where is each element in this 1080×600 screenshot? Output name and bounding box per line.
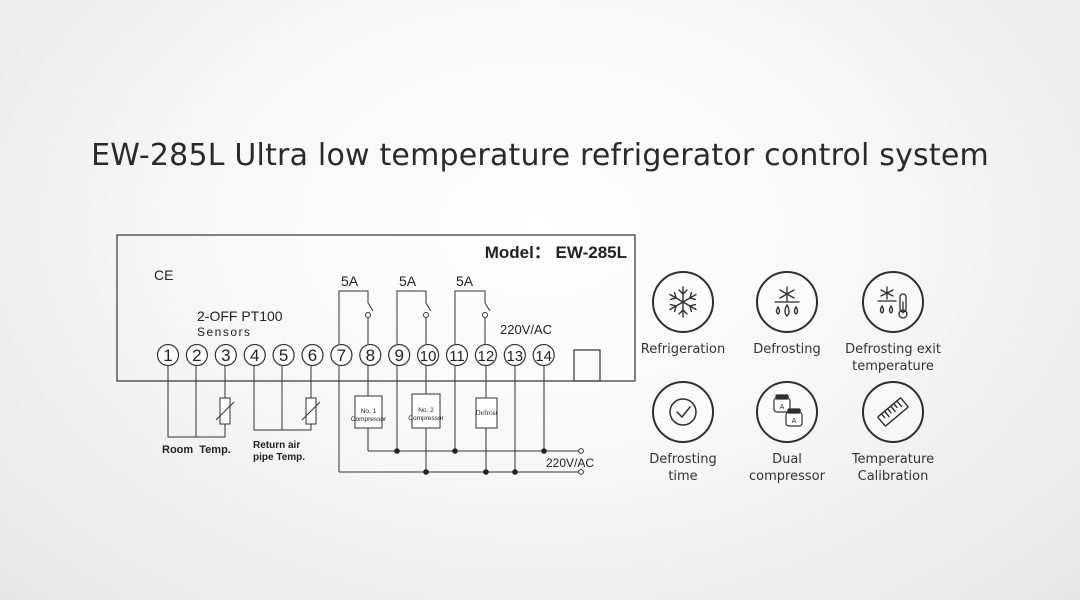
compressor-1-label-line2: Compressor	[351, 416, 387, 423]
wiring-junctions	[394, 448, 547, 475]
svg-text:A: A	[780, 404, 785, 411]
terminal-1	[156, 343, 180, 367]
feature-label: Defrosting	[753, 342, 821, 357]
feature-label: Defrosting exit temperature	[845, 342, 941, 374]
feature-label: Refrigeration	[640, 342, 726, 357]
feature-defrosting-exit-temperature: Defrosting exit temperature	[828, 271, 958, 375]
terminal-number: 4	[250, 346, 259, 365]
terminal-6	[301, 343, 324, 367]
terminal-number: 3	[221, 346, 230, 365]
terminal-number: 7	[337, 346, 346, 365]
terminal-number: 12	[478, 348, 495, 365]
terminal-3	[214, 343, 237, 367]
compressor-1-box	[354, 395, 383, 429]
feature-label: Defrosting time	[649, 452, 717, 484]
feature-defrosting: Defrosting	[722, 271, 852, 358]
terminal-number: 11	[449, 348, 465, 365]
sensor-type-label: 2-OFF PT100	[197, 308, 283, 324]
return-air-label-line2: pipe Temp.	[253, 452, 305, 463]
feature-dual-compressor: A A Dual compressor	[722, 381, 852, 485]
dual-compressor-icon: A A	[756, 381, 818, 443]
terminal-8	[359, 343, 382, 367]
power-terminals	[578, 448, 584, 475]
ce-mark: CE	[154, 267, 173, 283]
terminal-13	[503, 343, 526, 367]
terminal-12	[474, 343, 497, 367]
return-air-label-line1: Return air	[253, 440, 300, 451]
controller-outline	[116, 234, 636, 382]
relay-rating-1: 5A	[341, 273, 359, 289]
terminal-14	[532, 343, 555, 367]
model-label: Model： EW-285L	[485, 243, 627, 262]
terminal-number: 1	[163, 346, 172, 365]
svg-text:A: A	[792, 418, 797, 425]
terminal-number: 8	[366, 346, 375, 365]
page-title: EW-285L Ultra low temperature refrigerat…	[91, 138, 989, 173]
terminal-number: 2	[192, 346, 201, 365]
compressor-2-label-line1: No. 2	[418, 407, 434, 414]
terminal-2	[185, 343, 208, 367]
feature-label: Dual compressor	[749, 452, 825, 484]
display-port	[573, 349, 601, 382]
terminal-5	[272, 343, 295, 367]
compressor-2-label-line2: Compressor	[408, 415, 444, 422]
terminal-number: 6	[308, 346, 317, 365]
relay-rating-3: 5A	[456, 273, 474, 289]
terminal-9	[388, 343, 411, 367]
terminal-7	[330, 343, 353, 367]
terminal-11	[445, 343, 469, 367]
terminal-number: 9	[394, 346, 403, 365]
ruler-icon	[862, 381, 924, 443]
room-temp-label: Room Temp.	[162, 444, 231, 456]
terminal-number: 14	[535, 348, 552, 365]
feature-label: Temperature Calibration	[851, 452, 935, 484]
compressor-2-box	[411, 393, 441, 429]
feature-refrigeration: Refrigeration	[618, 271, 748, 358]
sensor-count-label: Sensors	[197, 325, 252, 339]
voltage-label-bottom: 220V/AC	[546, 456, 594, 470]
feature-defrosting-time: Defrosting time	[618, 381, 748, 485]
terminal-number: 13	[506, 348, 523, 365]
terminal-number: 10	[420, 348, 437, 365]
snowflake-icon	[652, 271, 714, 333]
terminal-10	[417, 343, 440, 367]
relay-contacts	[338, 290, 491, 344]
terminal-number: 5	[279, 346, 288, 365]
defrost-drops-icon	[756, 271, 818, 333]
defrost-label: Defrost	[475, 408, 498, 417]
terminal-4	[243, 343, 266, 367]
defrost-thermometer-icon	[862, 271, 924, 333]
defrost-box	[475, 397, 498, 429]
voltage-label-top: 220V/AC	[500, 322, 552, 337]
compressor-1-label-line1: No. 1	[361, 408, 377, 415]
relay-rating-2: 5A	[399, 273, 417, 289]
feature-temperature-calibration: Temperature Calibration	[828, 381, 958, 485]
clock-icon	[652, 381, 714, 443]
